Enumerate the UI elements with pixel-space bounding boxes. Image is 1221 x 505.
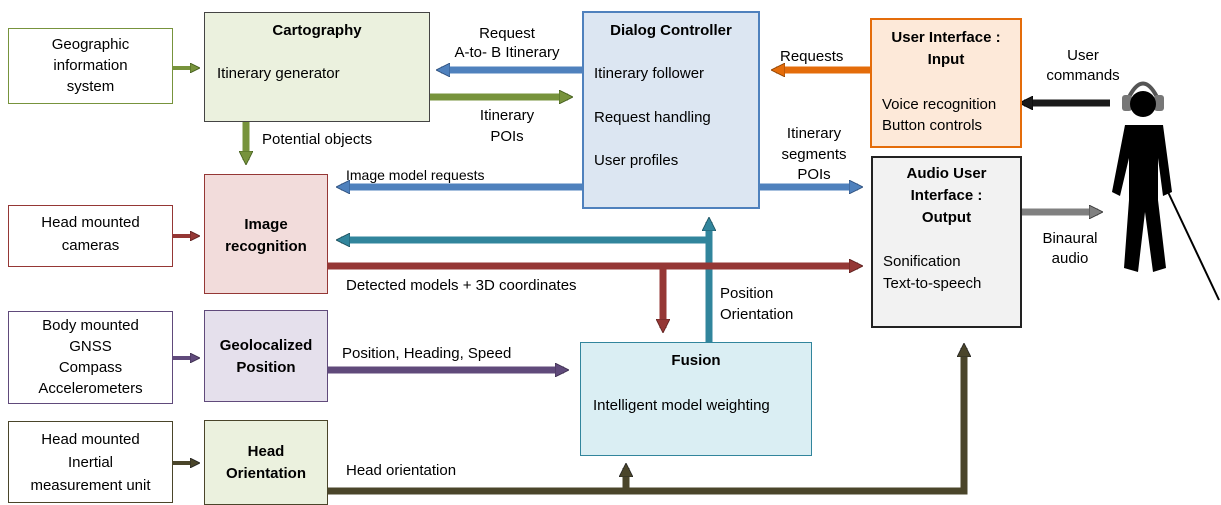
- fusion-title: Fusion: [671, 352, 721, 369]
- fusion-box: Fusion Intelligent model weighting: [580, 342, 812, 456]
- dialog-line-2: Request handling: [594, 109, 711, 126]
- body-line-4: Accelerometers: [38, 380, 143, 397]
- audio-title-3: Output: [921, 209, 972, 226]
- dialog-line-1: Itinerary follower: [594, 65, 705, 82]
- label-segments-1: Itinerary: [786, 125, 842, 142]
- label-segments-3: POIs: [797, 166, 831, 183]
- cameras-source-box: Head mounted cameras: [8, 205, 173, 267]
- body-source-box: Body mounted GNSS Compass Accelerometers: [8, 311, 173, 404]
- label-commands: commands: [1046, 67, 1120, 84]
- label-segments-2: segments: [781, 146, 847, 163]
- geo-title-1: Geolocalized: [219, 337, 313, 354]
- audio-title-1: Audio User: [906, 165, 987, 182]
- image-recognition-box: Image recognition: [204, 174, 328, 294]
- audio-line-1: Sonification: [883, 253, 961, 270]
- gis-source-box: Geographic information system: [8, 28, 173, 104]
- label-requests: Requests: [780, 48, 844, 65]
- label-user: User: [1067, 47, 1099, 64]
- label-position-heading-speed: Position, Heading, Speed: [342, 345, 512, 362]
- imu-line-1: Head mounted: [41, 431, 140, 448]
- blind-person-icon: [1112, 81, 1220, 301]
- label-orientation: Orientation: [720, 306, 794, 323]
- gis-line-1: Geographic: [51, 36, 130, 53]
- label-potential-objects: Potential objects: [262, 131, 373, 148]
- dialog-line-3: User profiles: [594, 152, 679, 169]
- imu-line-2: Inertial: [67, 454, 114, 471]
- dialog-title: Dialog Controller: [610, 22, 732, 39]
- body-line-3: Compass: [58, 359, 123, 376]
- gis-line-2: information: [53, 57, 128, 74]
- image-title-2: recognition: [225, 238, 307, 255]
- ui-input-line-1: Voice recognition: [882, 96, 997, 113]
- ui-input-title-1: User Interface :: [891, 29, 1001, 46]
- audio-output-box: Audio User Interface : Output Sonificati…: [871, 156, 1022, 328]
- cartography-box: Cartography Itinerary generator: [204, 12, 430, 122]
- geolocalized-position-box: Geolocalized Position: [204, 310, 328, 402]
- label-position: Position: [720, 285, 774, 302]
- label-head-orientation: Head orientation: [346, 462, 457, 479]
- arrow-head-orientation: [328, 348, 964, 495]
- ui-input-line-2: Button controls: [882, 117, 983, 134]
- audio-line-2: Text-to-speech: [883, 275, 982, 292]
- ui-input-box: User Interface : Input Voice recognition…: [870, 18, 1022, 148]
- label-itinerary: Itinerary: [479, 107, 535, 124]
- head-title-2: Orientation: [225, 465, 306, 482]
- imu-line-3: measurement unit: [30, 477, 151, 494]
- label-request-2: A-to- B Itinerary: [454, 44, 560, 61]
- label-pois: POIs: [490, 128, 524, 145]
- cameras-line-1: Head mounted: [41, 214, 140, 231]
- audio-title-2: Interface :: [910, 187, 983, 204]
- imu-source-box: Head mounted Inertial measurement unit: [8, 421, 173, 503]
- cartography-title: Cartography: [272, 22, 362, 39]
- cartography-line-1: Itinerary generator: [217, 65, 340, 82]
- ui-input-title-2: Input: [927, 51, 965, 68]
- dialog-controller-box: Dialog Controller Itinerary follower Req…: [582, 11, 760, 209]
- gis-line-3: system: [66, 78, 115, 95]
- body-line-1: Body mounted: [42, 317, 139, 334]
- head-orientation-box: Head Orientation: [204, 420, 328, 505]
- head-title-1: Head: [247, 443, 285, 460]
- geo-title-2: Position: [236, 359, 296, 376]
- label-request-1: Request: [479, 25, 535, 42]
- label-image-model-requests: Image model requests: [346, 167, 485, 183]
- label-audio: audio: [1051, 250, 1089, 267]
- label-binaural: Binaural: [1042, 230, 1098, 247]
- image-title-1: Image: [244, 216, 288, 233]
- label-detected-models: Detected models + 3D coordinates: [346, 277, 577, 294]
- cameras-line-2: cameras: [61, 237, 120, 254]
- body-line-2: GNSS: [69, 338, 112, 355]
- fusion-line-1: Intelligent model weighting: [593, 397, 770, 414]
